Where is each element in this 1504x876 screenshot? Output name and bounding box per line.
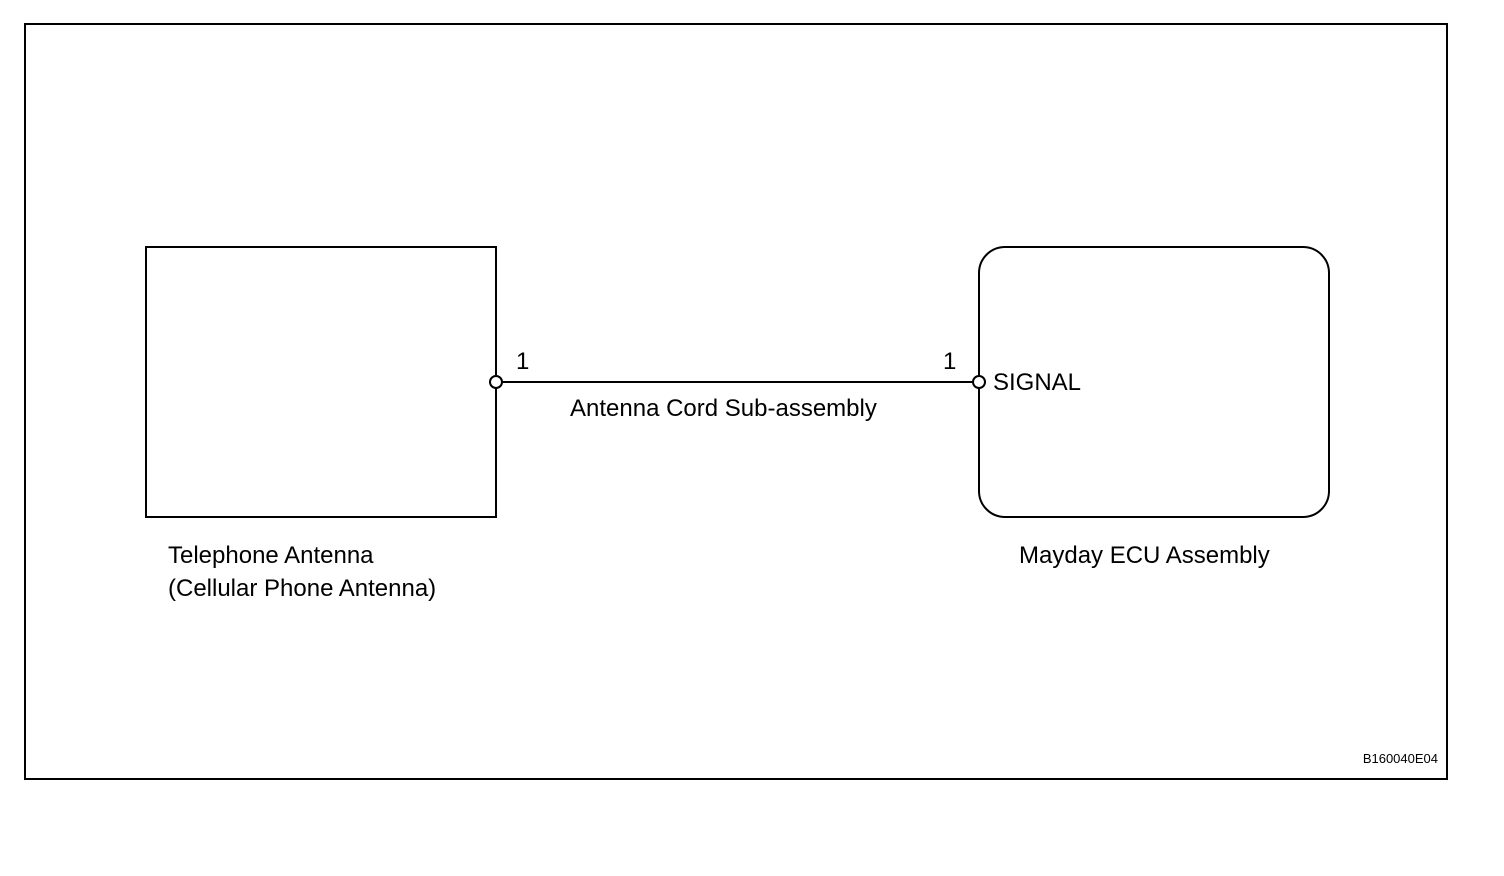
ecu-terminal-name: SIGNAL — [993, 369, 1081, 396]
ecu-terminal — [972, 375, 986, 389]
telephone-antenna-box — [145, 246, 497, 518]
antenna-cord-label: Antenna Cord Sub-assembly — [570, 395, 877, 422]
ecu-pin-number: 1 — [943, 348, 956, 375]
antenna-pin-number: 1 — [516, 348, 529, 375]
diagram-frame — [24, 23, 1448, 780]
antenna-terminal — [489, 375, 503, 389]
telephone-antenna-sublabel: (Cellular Phone Antenna) — [168, 575, 436, 602]
mayday-ecu-label: Mayday ECU Assembly — [1019, 542, 1270, 569]
telephone-antenna-label: Telephone Antenna — [168, 542, 374, 569]
figure-code: B160040E04 — [1363, 751, 1438, 766]
